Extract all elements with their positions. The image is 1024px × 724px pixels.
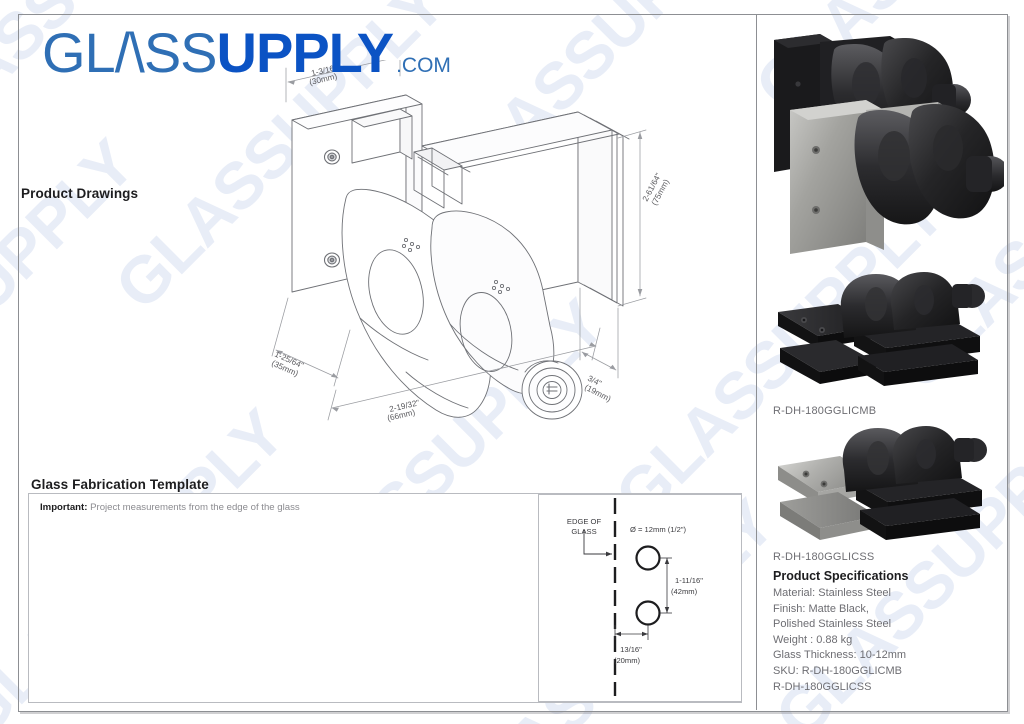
spec-item: Polished Stainless Steel	[773, 618, 892, 631]
logo-text-bold: UPPLY	[217, 28, 394, 84]
fabrication-hole-diagram: EDGE OF GLASS Ø = 12mm (1/2") 1-11/16" (…	[538, 494, 740, 700]
photo-stainless-unit	[790, 100, 1004, 254]
page-border	[18, 14, 1008, 712]
sku-stainless: R-DH-180GGLICSS	[773, 551, 875, 563]
edge-label-line2: GLASS	[571, 527, 596, 536]
spacing-label-line1: 1-11/16"	[675, 576, 703, 585]
spacing-label-line2: (42mm)	[671, 587, 698, 596]
sku-matte-black: R-DH-180GGLICMB	[773, 405, 877, 417]
important-label: Important:	[40, 502, 88, 513]
drawing-svg: 1-3/16" (30mm) 2-61/64" (75mm) 1-25/64" …	[270, 60, 671, 423]
spec-item: R-DH-180GGLICSS	[773, 680, 872, 693]
glassupply-logo: GL/\SS UPPLY .COM	[42, 28, 472, 86]
column-divider	[756, 14, 757, 710]
edge-leader	[583, 530, 612, 557]
hole-upper	[635, 545, 661, 571]
fab-diagram-svg: EDGE OF GLASS Ø = 12mm (1/2") 1-11/16" (…	[567, 498, 703, 696]
photo-ss-svg	[778, 426, 987, 540]
photo-pair-svg	[774, 34, 1004, 254]
logo-text-tld: .COM	[396, 54, 451, 77]
product-specifications-heading: Product Specifications	[773, 569, 909, 583]
spec-item: Finish: Matte Black,	[773, 602, 869, 615]
logo-text-light: GL/\SS	[42, 28, 217, 84]
glass-fabrication-heading: Glass Fabrication Template	[31, 477, 209, 492]
spec-item: Glass Thickness: 10-12mm	[773, 649, 907, 662]
important-text: Project measurements from the edge of th…	[90, 502, 300, 513]
product-photo-matte-black	[766, 268, 1002, 392]
spec-item: SKU: R-DH-180GGLICMB	[773, 664, 902, 677]
offset-dimension	[614, 625, 649, 640]
photo-black-svg	[778, 272, 985, 386]
hole-lower	[635, 600, 661, 626]
product-photo-pair	[762, 22, 1004, 262]
product-photo-stainless	[766, 414, 1002, 548]
spec-item: Material: Stainless Steel	[773, 587, 891, 599]
edge-label-line1: EDGE OF	[567, 517, 602, 526]
drawing-linework	[271, 60, 647, 421]
product-technical-drawing: 1-3/16" (30mm) 2-61/64" (75mm) 1-25/64" …	[200, 60, 720, 480]
offset-label-line1: 13/16"	[620, 645, 642, 654]
fabrication-important-note: Important: Project measurements from the…	[40, 502, 300, 513]
offset-label-line2: (20mm)	[614, 656, 641, 665]
spec-item: Weight : 0.88 kg	[773, 633, 853, 646]
product-drawings-heading: Product Drawings	[21, 186, 139, 201]
spacing-dimension	[660, 557, 672, 614]
hole-diameter-label: Ø = 12mm (1/2")	[630, 525, 687, 534]
fabrication-diagram-box	[538, 494, 742, 702]
logo-svg: GL/\SS UPPLY .COM	[42, 28, 451, 84]
